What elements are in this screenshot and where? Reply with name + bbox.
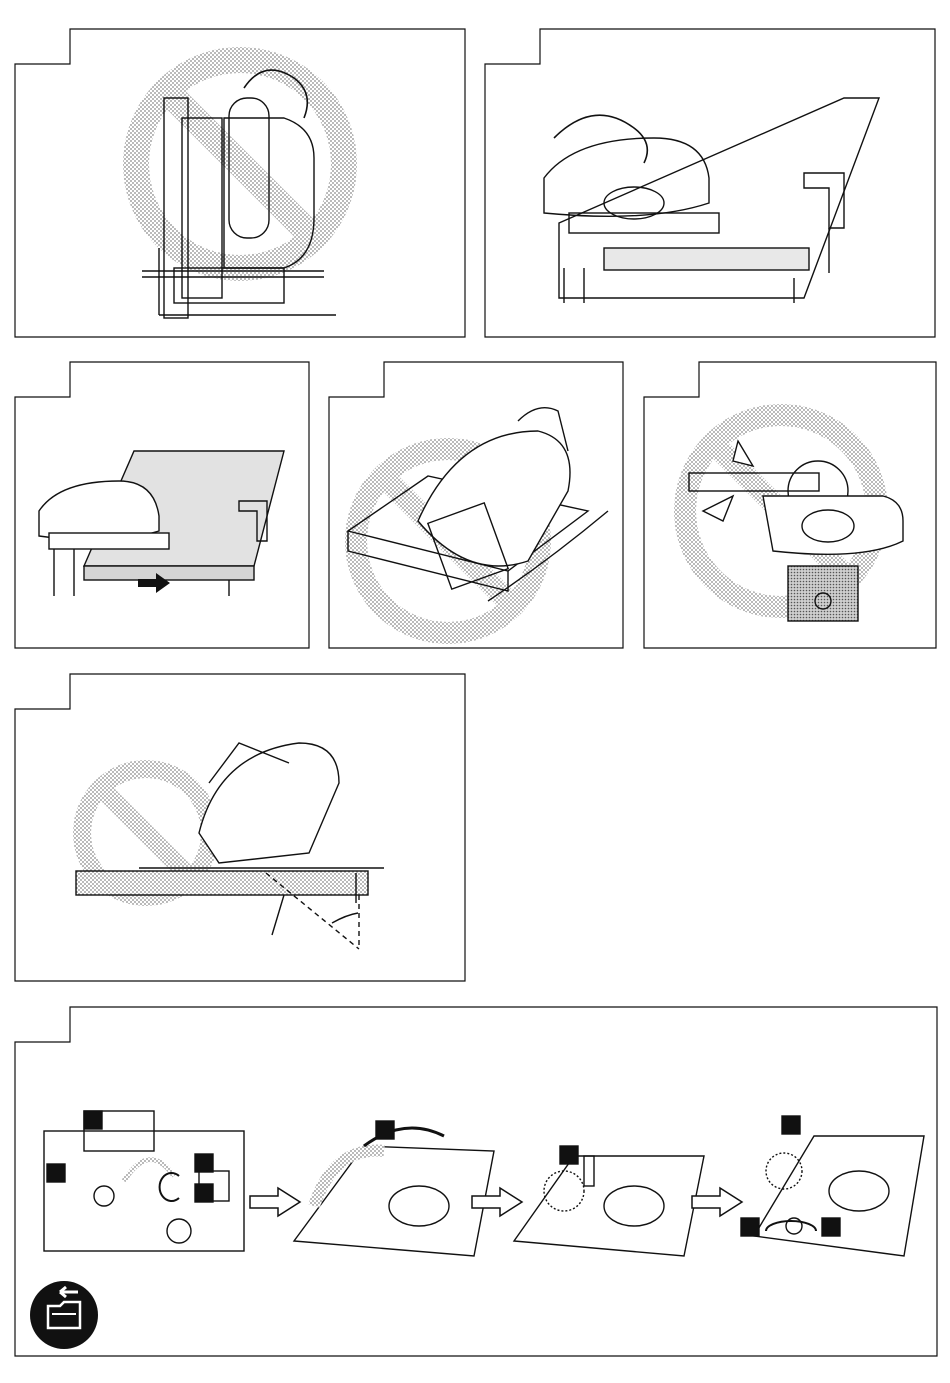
step-badge (822, 1218, 840, 1236)
step-badge (47, 1164, 65, 1182)
panel-1 (14, 28, 466, 338)
panel-7 (14, 1006, 938, 1357)
saw-on-board (544, 115, 719, 233)
panel-3-frame (14, 361, 310, 649)
panel-6 (14, 673, 466, 982)
step-badge (376, 1121, 394, 1139)
panel-5-frame (643, 361, 937, 649)
arrow-right-icon (692, 1188, 742, 1216)
battery-removal-icon (30, 1281, 98, 1349)
panel-4 (328, 361, 624, 649)
board-and-saw (39, 451, 284, 596)
panel-4-frame (328, 361, 624, 649)
panel-7-frame (14, 1006, 938, 1357)
panel-2-frame (484, 28, 936, 338)
step-4-illustration (741, 1116, 924, 1256)
step-badge (741, 1218, 759, 1236)
step-badge (195, 1154, 213, 1172)
arrow-right-icon (250, 1188, 300, 1216)
step-badge (782, 1116, 800, 1134)
workbench (559, 98, 879, 303)
panel-6-frame (14, 673, 466, 982)
panel-3 (14, 361, 310, 649)
panel-1-frame (14, 28, 466, 338)
step-badge (84, 1111, 102, 1129)
step-badge (560, 1146, 578, 1164)
panel-5 (643, 361, 937, 649)
panel-2 (484, 28, 936, 338)
step-badge (195, 1184, 213, 1202)
step-3-illustration (514, 1146, 704, 1256)
step-1-illustration (44, 1111, 244, 1251)
step-2-illustration (294, 1121, 494, 1256)
